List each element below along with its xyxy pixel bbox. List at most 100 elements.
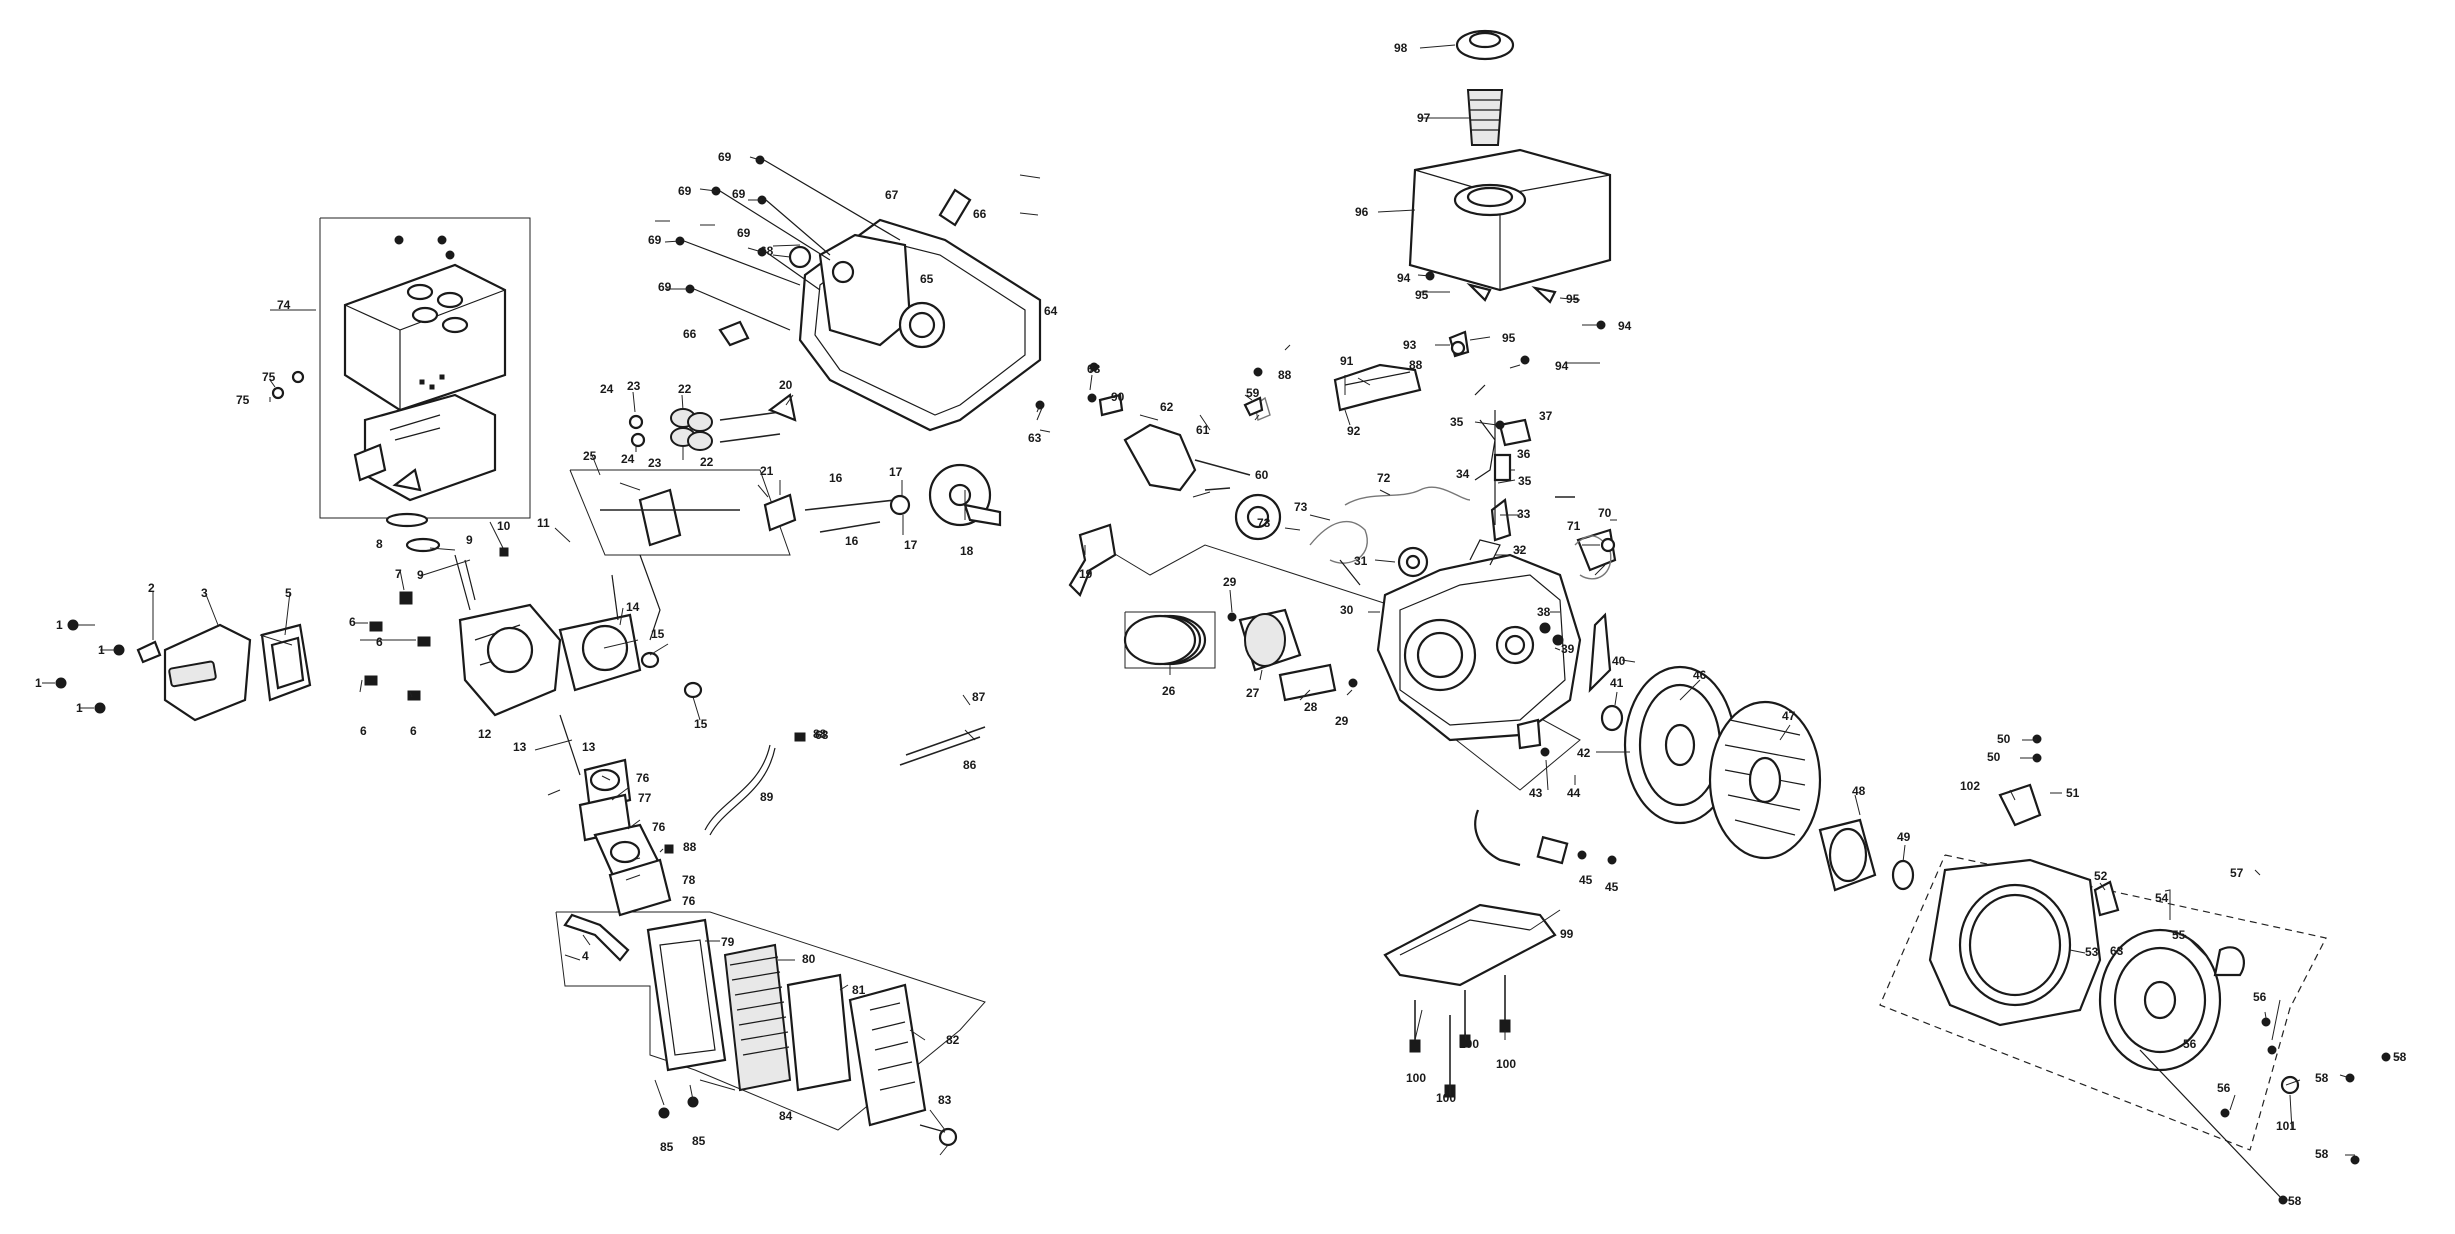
- label-73: 73: [1257, 516, 1271, 530]
- label-27: 27: [1246, 686, 1260, 700]
- label-85: 85: [660, 1140, 674, 1154]
- label-45: 45: [1605, 880, 1619, 894]
- label-96: 96: [1355, 205, 1369, 219]
- label-3: 3: [201, 586, 208, 600]
- label-15: 15: [694, 717, 708, 731]
- label-75: 75: [236, 393, 250, 407]
- label-12: 12: [478, 727, 492, 741]
- label-93: 93: [1403, 338, 1417, 352]
- label-94: 94: [1618, 319, 1632, 333]
- label-69: 69: [678, 184, 692, 198]
- label-1: 1: [76, 701, 83, 715]
- label-51: 51: [2066, 786, 2080, 800]
- label-25: 25: [583, 449, 597, 463]
- label-33: 33: [1517, 507, 1531, 521]
- label-75: 75: [262, 370, 276, 384]
- label-15: 15: [651, 627, 665, 641]
- label-82: 82: [946, 1033, 960, 1047]
- label-90: 90: [1111, 390, 1125, 404]
- label-57: 57: [2230, 866, 2244, 880]
- label-63: 63: [1028, 431, 1042, 445]
- label-88: 88: [1409, 358, 1423, 372]
- label-13: 13: [582, 740, 596, 754]
- label-18: 18: [960, 544, 974, 558]
- label-1: 1: [56, 618, 63, 632]
- label-67: 67: [885, 188, 899, 202]
- label-30: 30: [1340, 603, 1354, 617]
- label-6: 6: [360, 724, 367, 738]
- label-100: 100: [1496, 1057, 1516, 1071]
- label-44: 44: [1567, 786, 1581, 800]
- label-88: 88: [683, 840, 697, 854]
- label-43: 43: [1529, 786, 1543, 800]
- label-59: 59: [1246, 386, 1260, 400]
- label-91: 91: [1340, 354, 1354, 368]
- label-63: 63: [1087, 362, 1101, 376]
- label-69: 69: [648, 233, 662, 247]
- label-99: 99: [1560, 927, 1574, 941]
- label-95: 95: [1566, 292, 1580, 306]
- label-89: 89: [760, 790, 774, 804]
- label-72: 72: [1377, 471, 1391, 485]
- label-71: 71: [1567, 519, 1581, 533]
- label-102: 102: [1960, 779, 1980, 793]
- valve-train: [600, 393, 1002, 547]
- label-22: 22: [678, 382, 692, 396]
- label-76: 76: [652, 820, 666, 834]
- label-68: 68: [815, 728, 829, 742]
- label-52: 52: [2094, 869, 2108, 883]
- label-28: 28: [1304, 700, 1318, 714]
- label-50: 50: [1997, 732, 2011, 746]
- label-56: 56: [2217, 1081, 2231, 1095]
- label-79: 79: [721, 935, 735, 949]
- label-78: 78: [682, 873, 696, 887]
- label-74: 74: [277, 298, 291, 312]
- muffler-assembly: [271, 235, 507, 553]
- label-76: 76: [636, 771, 650, 785]
- label-9: 9: [417, 568, 424, 582]
- fuel-tank: [1333, 29, 1612, 412]
- label-100: 100: [1436, 1091, 1456, 1105]
- label-58: 58: [2288, 1194, 2302, 1208]
- label-36: 36: [1517, 447, 1531, 461]
- label-53: 53: [2085, 945, 2099, 959]
- label-98: 98: [1394, 41, 1408, 55]
- engine-block: [1204, 384, 1624, 757]
- label-34: 34: [1456, 467, 1470, 481]
- label-62: 62: [1160, 400, 1174, 414]
- label-100: 100: [1406, 1071, 1426, 1085]
- label-65: 65: [920, 272, 934, 286]
- label-22: 22: [700, 455, 714, 469]
- label-97: 97: [1417, 111, 1431, 125]
- label-50: 50: [1987, 750, 2001, 764]
- label-13: 13: [513, 740, 527, 754]
- label-42: 42: [1577, 746, 1591, 760]
- label-92: 92: [1347, 424, 1361, 438]
- label-17: 17: [889, 465, 903, 479]
- label-60: 60: [1255, 468, 1269, 482]
- label-95: 95: [1502, 331, 1516, 345]
- label-23: 23: [627, 379, 641, 393]
- label-37: 37: [1539, 409, 1553, 423]
- label-83: 83: [938, 1093, 952, 1107]
- label-6: 6: [349, 615, 356, 629]
- label-80: 80: [802, 952, 816, 966]
- label-26: 26: [1162, 684, 1176, 698]
- label-69: 69: [732, 187, 746, 201]
- label-56: 56: [2183, 1037, 2197, 1051]
- label-86: 86: [963, 758, 977, 772]
- label-58: 58: [2315, 1071, 2329, 1085]
- label-87: 87: [972, 690, 986, 704]
- label-101: 101: [2276, 1119, 2296, 1133]
- label-88: 88: [813, 727, 827, 741]
- label-95: 95: [1415, 288, 1429, 302]
- label-29: 29: [1223, 575, 1237, 589]
- label-47: 47: [1782, 709, 1796, 723]
- label-69: 69: [737, 226, 751, 240]
- label-76: 76: [682, 894, 696, 908]
- label-68: 68: [760, 244, 774, 258]
- label-1: 1: [98, 643, 105, 657]
- label-4: 4: [582, 949, 589, 963]
- label-16: 16: [845, 534, 859, 548]
